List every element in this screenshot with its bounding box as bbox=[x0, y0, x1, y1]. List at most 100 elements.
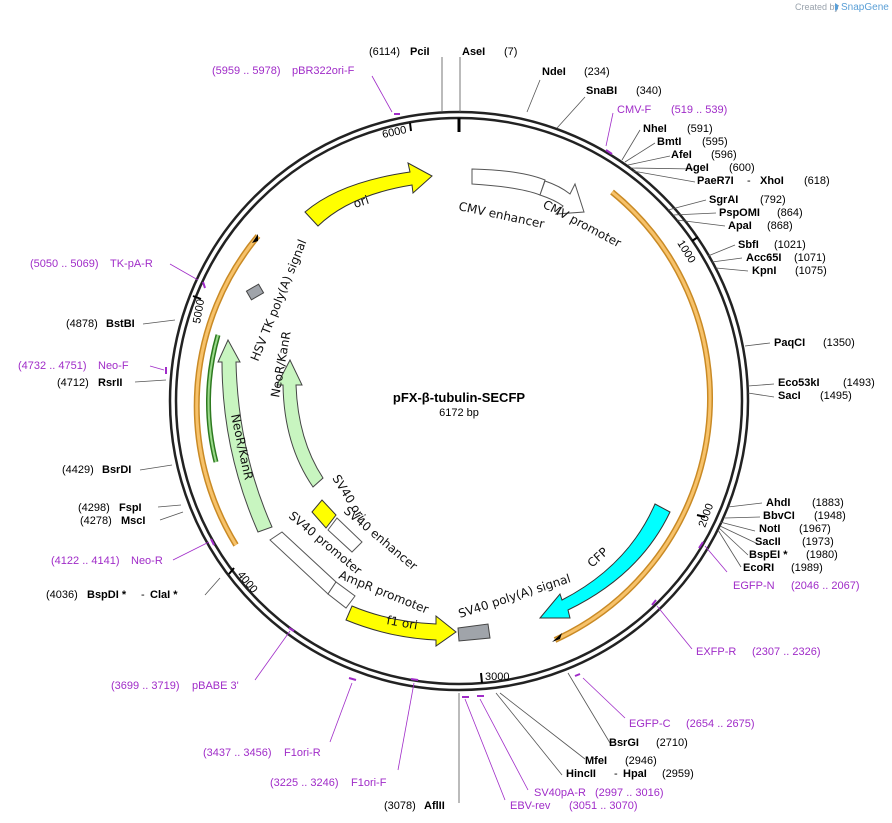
primer-exfpr-name[interactable]: EXFP-R bbox=[696, 646, 736, 658]
primer-mark-f1orif bbox=[410, 678, 419, 681]
primer-sv40par-name[interactable]: SV40pA-R bbox=[534, 787, 586, 799]
primer-f1orif-name[interactable]: F1ori-F bbox=[351, 777, 387, 789]
f1-ori-label: f1 ori bbox=[385, 613, 418, 632]
cmv-enhancer-feature[interactable] bbox=[471, 168, 546, 196]
credit-text: Created by bbox=[795, 2, 840, 12]
site-saci-name[interactable]: SacI bbox=[778, 390, 801, 402]
primer-pbabe-range: (3699 .. 3719) bbox=[111, 680, 180, 692]
site-noti-name[interactable]: NotI bbox=[759, 523, 780, 535]
site-acc65i-pos: (1071) bbox=[794, 252, 826, 264]
tick-6000 bbox=[409, 122, 412, 132]
site-msci-name[interactable]: MscI bbox=[121, 515, 145, 527]
site-sbfi-name[interactable]: SbfI bbox=[738, 239, 759, 251]
site-noti-pos: (1967) bbox=[799, 523, 831, 535]
site-fspi-name[interactable]: FspI bbox=[119, 502, 142, 514]
primer-egfpn-range: (2046 .. 2067) bbox=[791, 580, 860, 592]
site-aflii-name[interactable]: AflII bbox=[424, 800, 445, 812]
primer-cmvf-name[interactable]: CMV-F bbox=[617, 104, 652, 116]
primer-ebvrev-name[interactable]: EBV-rev bbox=[510, 800, 551, 812]
site-snabi-name[interactable]: SnaBI bbox=[586, 85, 617, 97]
site-paer7i-sep: - bbox=[747, 175, 751, 187]
primer-egfpc-name[interactable]: EGFP-C bbox=[629, 718, 671, 730]
site-paqci-name[interactable]: PaqCI bbox=[774, 337, 805, 349]
site-apai-name[interactable]: ApaI bbox=[728, 220, 752, 232]
primer-f1orir-name[interactable]: F1ori-R bbox=[284, 747, 321, 759]
site-pspomi-name[interactable]: PspOMI bbox=[719, 207, 760, 219]
site-acc65i-name[interactable]: Acc65I bbox=[746, 252, 781, 264]
site-hpai-name[interactable]: HpaI bbox=[623, 768, 647, 780]
site-sgrai-pos: (792) bbox=[760, 194, 786, 206]
cfp-feature[interactable] bbox=[538, 503, 671, 619]
primer-pbabe-name[interactable]: pBABE 3' bbox=[192, 680, 239, 692]
ori-feature[interactable] bbox=[304, 162, 433, 227]
site-msci-pos: (4278) bbox=[80, 515, 112, 527]
site-pcii-name[interactable]: PciI bbox=[410, 46, 430, 58]
site-hincii-name[interactable]: HincII bbox=[566, 768, 596, 780]
site-sacii-pos: (1973) bbox=[802, 536, 834, 548]
hsv-tk-block[interactable] bbox=[245, 283, 265, 301]
site-bsrgi-name[interactable]: BsrGI bbox=[609, 737, 639, 749]
primer-neor-name[interactable]: Neo-R bbox=[131, 555, 163, 567]
site-bspdi-name[interactable]: BspDI * bbox=[87, 589, 127, 601]
cmv-promoter-feature[interactable] bbox=[539, 180, 585, 215]
site-snabi-pos: (340) bbox=[636, 85, 662, 97]
site-afei-name[interactable]: AfeI bbox=[671, 149, 692, 161]
tick-label-5000: 5000 bbox=[191, 298, 207, 324]
primer-mark-exfpr bbox=[651, 599, 657, 606]
site-bstbi-name[interactable]: BstBI bbox=[106, 318, 135, 330]
primer-tkpa-name[interactable]: TK-pA-R bbox=[110, 258, 153, 270]
brand-text: SnapGene bbox=[841, 2, 889, 13]
site-rsrii-name[interactable]: RsrII bbox=[98, 377, 122, 389]
site-ecori-name[interactable]: EcoRI bbox=[743, 562, 774, 574]
primer-neof-name[interactable]: Neo-F bbox=[98, 360, 129, 372]
orange-arc-left-head bbox=[252, 234, 258, 243]
site-bsrgi-pos: (2710) bbox=[656, 737, 688, 749]
site-eco53ki-name[interactable]: Eco53kI bbox=[778, 377, 820, 389]
tick-5000 bbox=[192, 295, 202, 300]
site-leaders bbox=[134, 57, 775, 803]
site-nhei-pos: (591) bbox=[687, 123, 713, 135]
site-rsrii-pos: (4712) bbox=[57, 377, 89, 389]
site-bspdi-sep: - bbox=[141, 589, 145, 601]
neor-outer-feature[interactable] bbox=[217, 338, 273, 533]
sv40-polya-block[interactable] bbox=[457, 623, 491, 642]
site-nhei-name[interactable]: NheI bbox=[643, 123, 667, 135]
site-mfei-pos: (2946) bbox=[625, 755, 657, 767]
neor-inner-feature[interactable] bbox=[276, 358, 324, 488]
tick-1000 bbox=[691, 236, 699, 242]
primer-egfpn-name[interactable]: EGFP-N bbox=[733, 580, 775, 592]
site-asei-name[interactable]: AseI bbox=[462, 46, 485, 58]
f1-ori-feature[interactable] bbox=[345, 605, 457, 647]
tick-label-6000: 6000 bbox=[381, 124, 407, 141]
site-pspomi-pos: (864) bbox=[777, 207, 803, 219]
site-bmti-name[interactable]: BmtI bbox=[657, 136, 681, 148]
site-ndei-pos: (234) bbox=[584, 66, 610, 78]
sv40-ori-feature[interactable] bbox=[311, 499, 337, 529]
site-hincii-pos: (2959) bbox=[662, 768, 694, 780]
site-sgrai-name[interactable]: SgrAI bbox=[709, 194, 738, 206]
primer-exfpr-range: (2307 .. 2326) bbox=[752, 646, 821, 658]
plasmid-size: 6172 bp bbox=[439, 407, 479, 419]
primer-f1orir-range: (3437 .. 3456) bbox=[203, 747, 272, 759]
sv40-enhancer-feature[interactable] bbox=[327, 517, 363, 553]
site-bspei-name[interactable]: BspEI * bbox=[749, 549, 788, 561]
site-bbvci-name[interactable]: BbvCI bbox=[763, 510, 795, 522]
primer-pbr322-name[interactable]: pBR322ori-F bbox=[292, 65, 355, 77]
site-hincii-sep: - bbox=[614, 768, 618, 780]
site-paer7i-name[interactable]: PaeR7I bbox=[697, 175, 734, 187]
site-ndei-name[interactable]: NdeI bbox=[542, 66, 566, 78]
site-bsrdi-name[interactable]: BsrDI bbox=[102, 464, 131, 476]
site-xhoi-name[interactable]: XhoI bbox=[760, 175, 784, 187]
ampr-promoter-feature[interactable] bbox=[327, 581, 356, 609]
site-agei-name[interactable]: AgeI bbox=[685, 162, 709, 174]
plasmid-name: pFX-β-tubulin-SECFP bbox=[393, 390, 525, 405]
site-sacii-name[interactable]: SacII bbox=[755, 536, 781, 548]
site-kpni-name[interactable]: KpnI bbox=[752, 265, 776, 277]
primer-mark-cmvf bbox=[605, 149, 613, 155]
site-mfei-name[interactable]: MfeI bbox=[585, 755, 607, 767]
primer-ebvrev-range: (3051 .. 3070) bbox=[569, 800, 638, 812]
tick-3000 bbox=[480, 672, 483, 684]
site-ahdi-name[interactable]: AhdI bbox=[766, 497, 790, 509]
site-clai-name[interactable]: ClaI * bbox=[150, 589, 178, 601]
